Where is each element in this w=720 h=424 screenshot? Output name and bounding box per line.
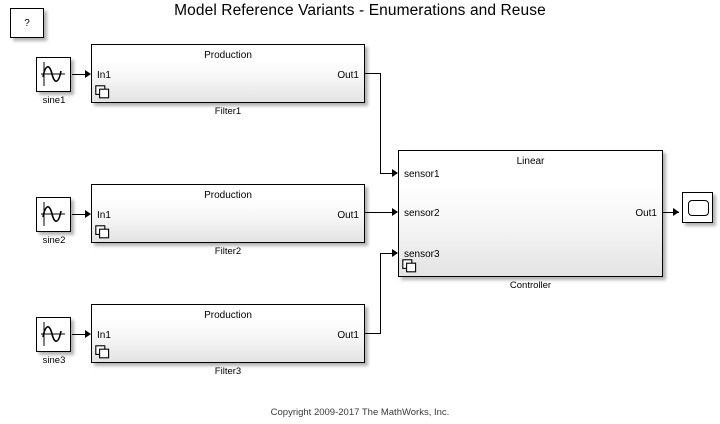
scope-icon	[688, 200, 709, 216]
help-block-label: ?	[24, 17, 30, 29]
variant-model-icon	[95, 85, 110, 99]
signal-arrow-controller-sensor1	[392, 169, 398, 177]
signal-line-controller-scope	[663, 212, 679, 214]
filter-block-2-variant-label: Production	[204, 190, 252, 201]
filter-block-1-outport-Out1: Out1	[337, 70, 359, 81]
controller-block[interactable]: Linear sensor1 sensor2 sensor3 Out1	[398, 150, 663, 277]
signal-line-filter3-a	[365, 333, 381, 335]
controller-caption: Controller	[509, 280, 552, 291]
variant-model-icon	[95, 225, 110, 239]
sine-block-3-label: sine3	[42, 355, 66, 366]
signal-line-filter1-c	[380, 173, 396, 175]
signal-line-filter3-c	[380, 253, 396, 255]
filter-block-3-outport-Out1: Out1	[337, 330, 359, 341]
sine-wave-icon	[37, 318, 70, 350]
signal-arrow-filter3-in1	[85, 330, 91, 338]
filter-block-1-variant-label: Production	[204, 50, 252, 61]
signal-arrow-scope-in	[673, 208, 679, 216]
filter-block-1[interactable]: Production In1 Out1	[91, 44, 365, 103]
signal-line-filter1-a	[365, 73, 381, 75]
scope-block[interactable]	[682, 192, 713, 223]
signal-arrow-filter1-in1	[85, 70, 91, 78]
filter-block-3[interactable]: Production In1 Out1	[91, 304, 365, 363]
controller-inport-sensor1: sensor1	[404, 169, 440, 180]
filter-block-2-inport-In1: In1	[97, 210, 111, 221]
filter-block-1-caption: Filter1	[214, 106, 242, 117]
sine-block-1[interactable]	[36, 57, 71, 92]
variant-model-icon	[95, 345, 110, 359]
copyright-text: Copyright 2009-2017 The MathWorks, Inc.	[270, 407, 450, 418]
sine-block-2[interactable]	[36, 197, 71, 232]
filter-block-3-inport-In1: In1	[97, 330, 111, 341]
signal-line-sine1-filter1	[72, 74, 88, 76]
sine-block-3[interactable]	[36, 317, 71, 352]
signal-line-filter1-b	[380, 73, 382, 174]
filter-block-2-caption: Filter2	[214, 246, 242, 257]
sine-block-1-label: sine1	[42, 95, 66, 106]
signal-line-sine2-filter2	[72, 214, 88, 216]
variant-model-icon	[402, 259, 417, 273]
sine-wave-icon	[37, 58, 70, 90]
filter-block-1-inport-In1: In1	[97, 70, 111, 81]
signal-arrow-controller-sensor2	[392, 208, 398, 216]
signal-arrow-controller-sensor3	[392, 249, 398, 257]
controller-inport-sensor3: sensor3	[404, 249, 440, 260]
signal-arrow-filter2-in1	[85, 210, 91, 218]
filter-block-2-outport-Out1: Out1	[337, 210, 359, 221]
filter-block-3-caption: Filter3	[214, 366, 242, 377]
help-block[interactable]: ?	[10, 8, 44, 38]
controller-inport-sensor2: sensor2	[404, 208, 440, 219]
signal-line-filter2	[365, 212, 394, 214]
signal-line-filter3-b	[380, 253, 382, 334]
signal-line-sine3-filter3	[72, 334, 88, 336]
sine-block-2-label: sine2	[42, 235, 66, 246]
filter-block-2[interactable]: Production In1 Out1	[91, 184, 365, 243]
controller-variant-label: Linear	[516, 156, 545, 167]
sine-wave-icon	[37, 198, 70, 230]
controller-outport-Out1: Out1	[635, 208, 657, 219]
page-title: Model Reference Variants - Enumerations …	[174, 2, 546, 19]
filter-block-3-variant-label: Production	[204, 310, 252, 321]
